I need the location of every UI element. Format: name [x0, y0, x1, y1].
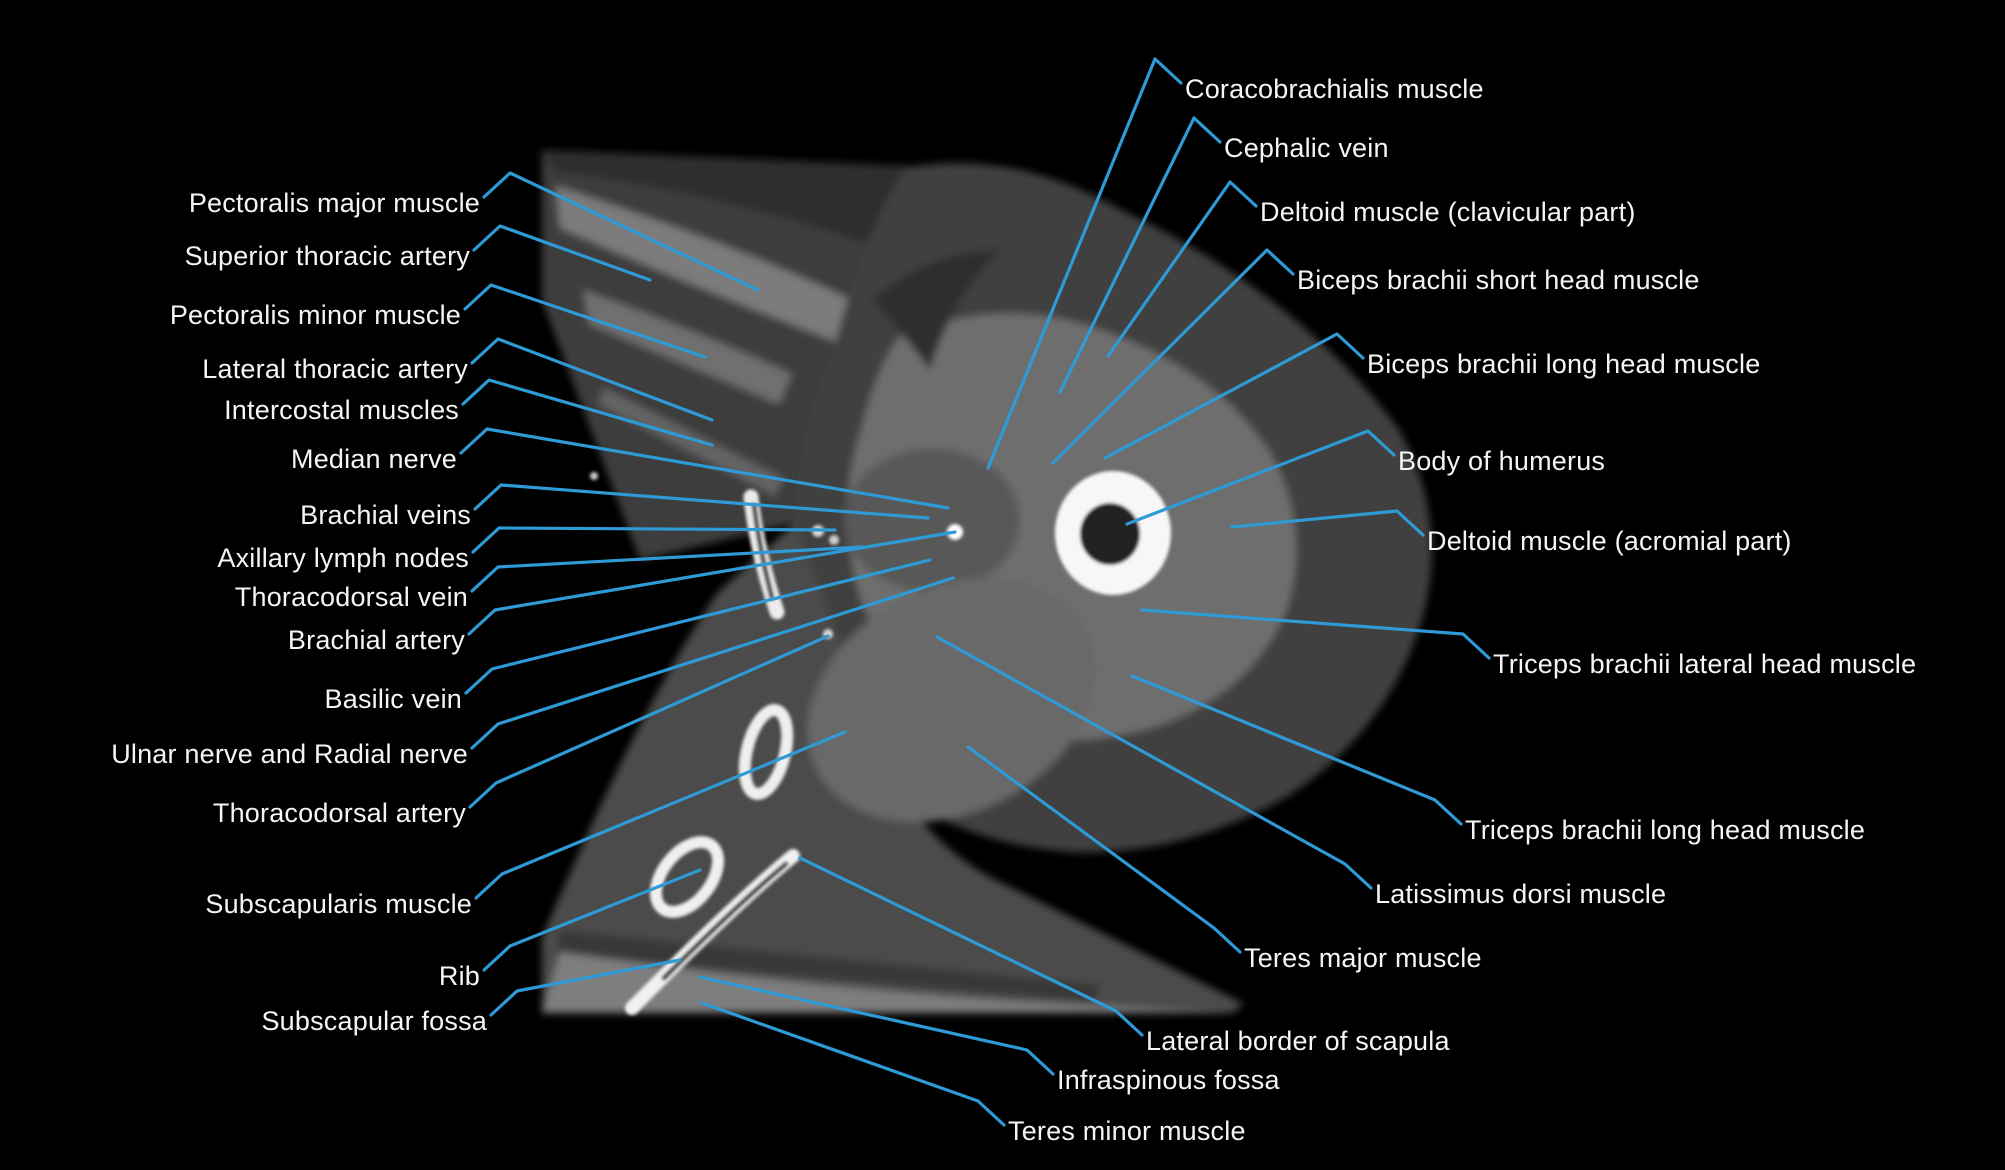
anatomy-label: Latissimus dorsi muscle: [1375, 879, 1667, 909]
anatomy-label: Axillary lymph nodes: [217, 543, 469, 573]
anatomy-label: Deltoid muscle (acromial part): [1427, 526, 1792, 556]
vessel-dot: [590, 472, 598, 480]
anatomy-label: Triceps brachii lateral head muscle: [1493, 649, 1917, 679]
anatomy-label: Infraspinous fossa: [1057, 1065, 1280, 1095]
anatomy-label: Teres major muscle: [1244, 943, 1482, 973]
brachial-artery-dot: [947, 524, 963, 540]
anatomy-label: Triceps brachii long head muscle: [1465, 815, 1866, 845]
anatomy-label: Lateral thoracic artery: [202, 354, 468, 384]
anatomy-label: Pectoralis minor muscle: [169, 300, 461, 330]
axillary-bundle-region: [844, 448, 1020, 592]
anatomy-label: Biceps brachii short head muscle: [1297, 265, 1700, 295]
anatomy-label: Ulnar nerve and Radial nerve: [111, 739, 468, 769]
anatomy-label: Lateral border of scapula: [1146, 1026, 1450, 1056]
anatomy-label: Cephalic vein: [1224, 133, 1389, 163]
anatomy-label: Brachial veins: [300, 500, 471, 530]
anatomy-label: Biceps brachii long head muscle: [1367, 349, 1761, 379]
anatomy-label: Subscapularis muscle: [205, 889, 472, 919]
humerus-medulla: [1080, 503, 1140, 565]
anatomy-label: Subscapular fossa: [261, 1006, 487, 1036]
anatomy-label: Basilic vein: [324, 684, 462, 714]
anatomy-label: Thoracodorsal artery: [212, 798, 466, 828]
anatomy-label: Superior thoracic artery: [184, 241, 470, 271]
anatomy-label: Intercostal muscles: [224, 395, 459, 425]
lymph-node-dot: [829, 535, 839, 545]
anatomy-label: Body of humerus: [1398, 446, 1606, 476]
anatomy-label: Thoracodorsal vein: [234, 582, 468, 612]
deltopectoral-notch: [872, 250, 1000, 370]
anatomy-label: Median nerve: [291, 444, 457, 474]
anatomy-label: Brachial artery: [287, 625, 465, 655]
anatomy-label: Pectoralis major muscle: [188, 188, 480, 218]
anatomy-label: Coracobrachialis muscle: [1185, 74, 1484, 104]
anatomy-label: Deltoid muscle (clavicular part): [1260, 197, 1636, 227]
anatomy-label: Teres minor muscle: [1008, 1116, 1246, 1146]
anatomy-label: Rib: [438, 961, 480, 991]
thoracodorsal-artery-dot: [823, 629, 833, 639]
lymph-node-dot: [812, 525, 824, 537]
